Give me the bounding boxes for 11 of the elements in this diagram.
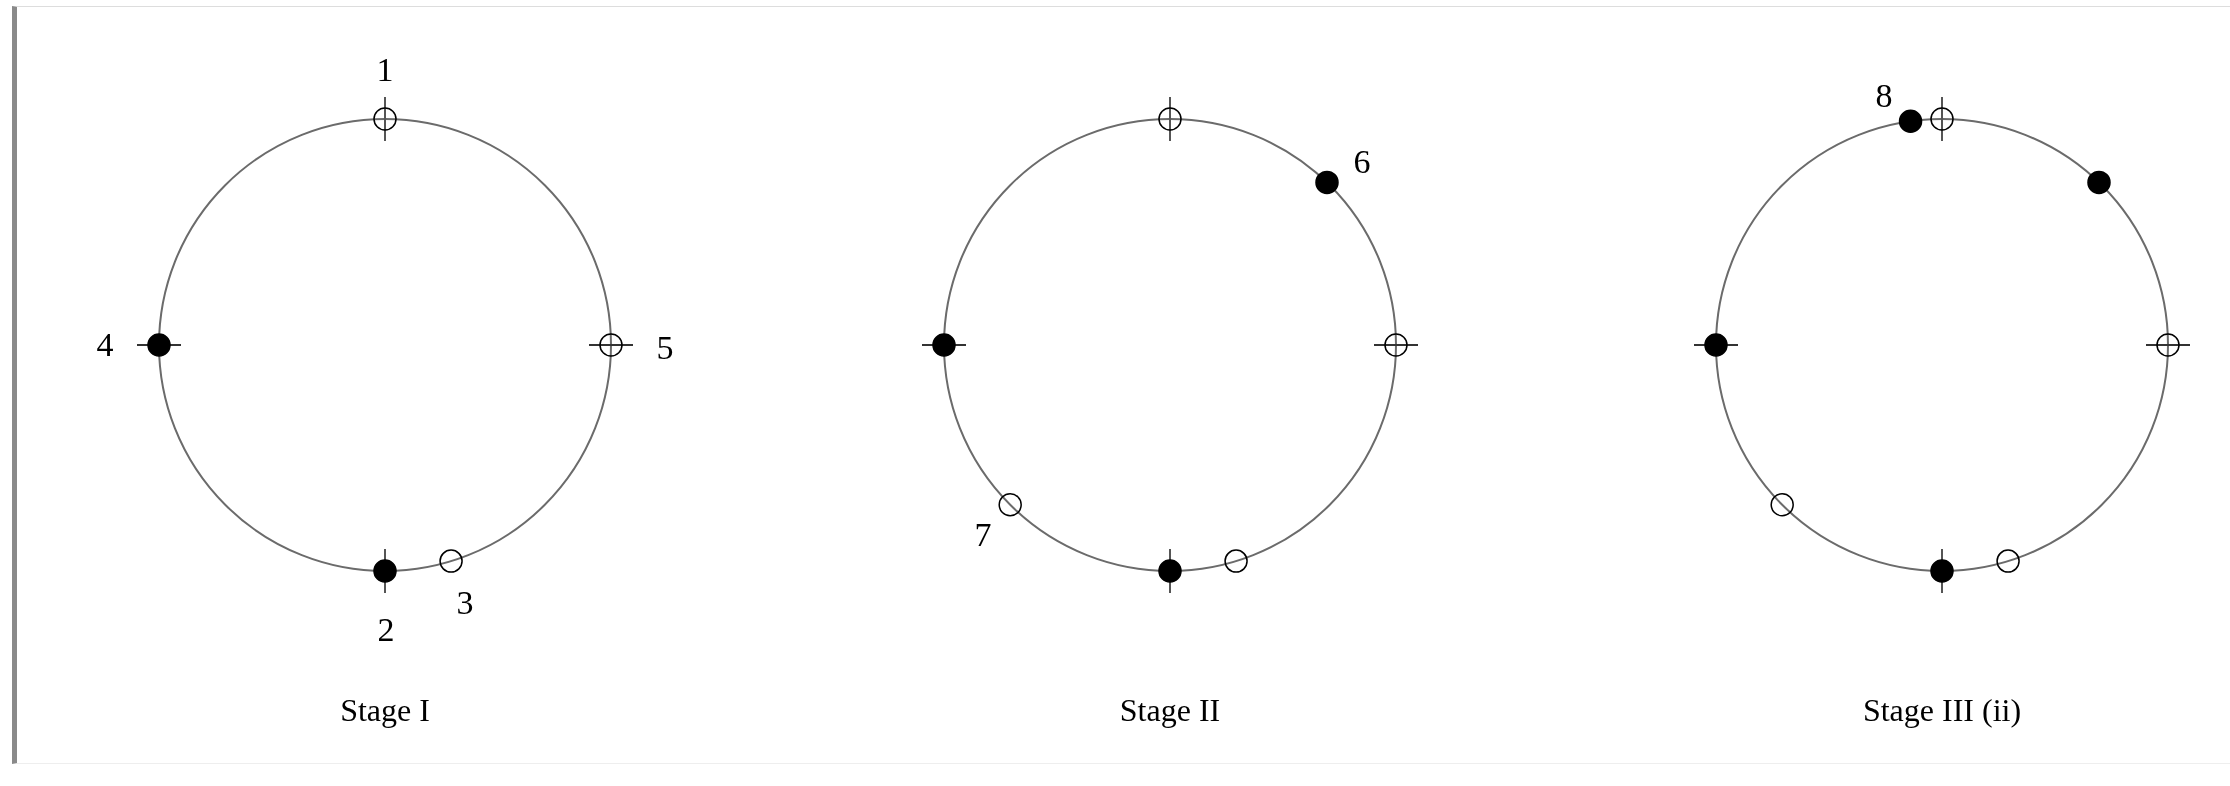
callout-number: 7	[974, 518, 992, 552]
callout-number: 6	[1353, 145, 1371, 179]
callout-number: 5	[656, 331, 674, 365]
callout-number: 1	[376, 53, 394, 87]
callout-number: 3	[456, 586, 474, 620]
callout-number: 2	[377, 613, 395, 647]
stage-caption: Stage II	[1119, 694, 1221, 726]
stage-caption: Stage I	[340, 694, 430, 726]
callout-number: 8	[1875, 79, 1893, 113]
stage-caption: Stage III (ii)	[1862, 694, 2022, 726]
callout-number: 4	[96, 328, 114, 362]
